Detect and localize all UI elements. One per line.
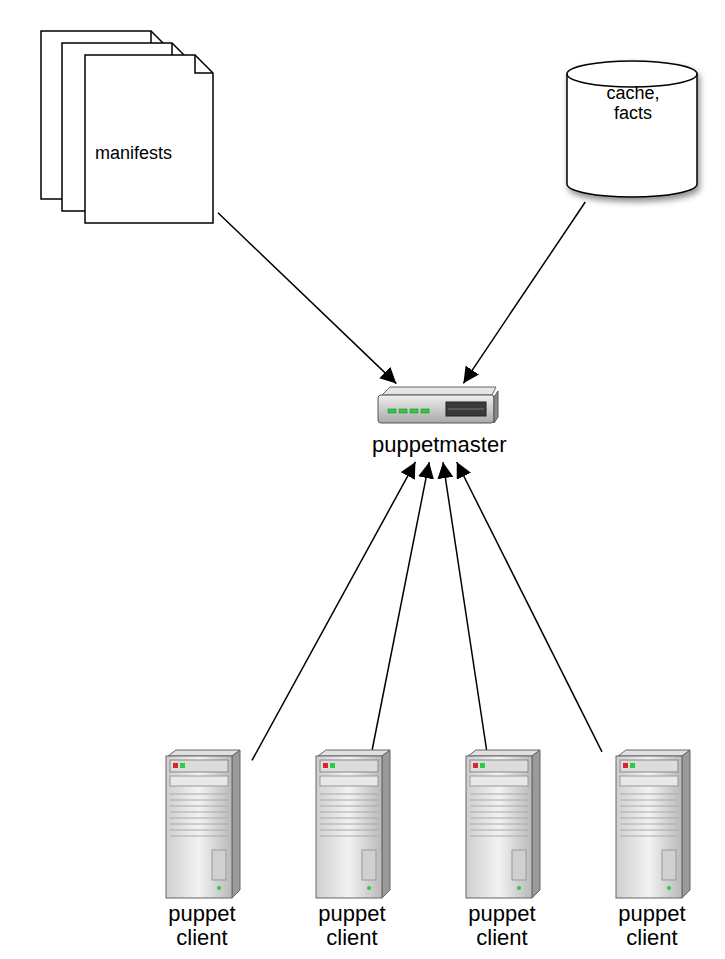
server-hub: puppetmaster [372,385,502,460]
connector-arrow [463,202,585,383]
node-label: puppet client [602,902,702,950]
client-server: puppet client [152,750,252,953]
node-label: puppet client [152,902,252,950]
database-cylinder-icon [565,60,701,202]
client-server: puppet client [302,750,402,953]
client-server: puppet client [602,750,702,953]
document-stack-icon [40,30,218,225]
node-label: cache, facts [598,84,668,124]
connector-arrow [443,462,487,750]
node-label: puppetmaster [372,433,502,457]
node-label: puppet client [452,902,552,950]
server-hub-icon [372,385,502,429]
client-server-icon [602,750,702,900]
node-label: manifests [95,144,205,164]
client-server-icon [152,750,252,900]
connector-arrow [457,462,602,752]
connector-arrow [252,462,415,760]
node-label: puppet client [302,902,402,950]
client-server-icon [302,750,402,900]
database-cylinder: cache, facts [565,60,701,202]
client-server-icon [452,750,552,900]
document-stack: manifests [40,30,218,225]
client-server: puppet client [452,750,552,953]
connector-arrow [218,213,396,384]
connector-arrow [372,462,429,750]
